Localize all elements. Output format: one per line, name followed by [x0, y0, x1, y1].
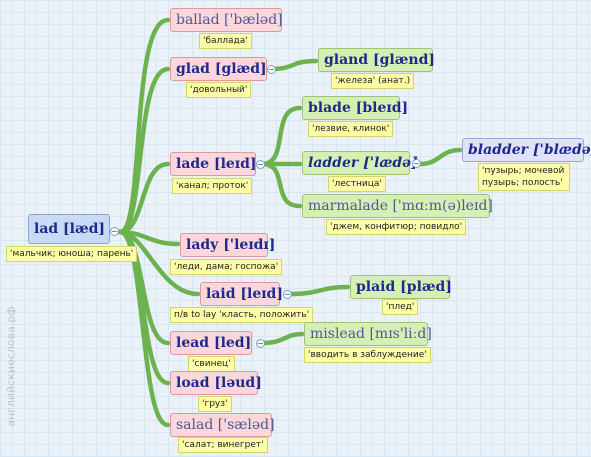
node-plaid-label: plaid [plæd]	[356, 279, 452, 295]
root-node-lad[interactable]: lad [læd]	[28, 214, 110, 244]
node-gland[interactable]: gland [glænd]	[318, 48, 435, 72]
node-bladder-label: bladder ['blædə]	[468, 142, 591, 158]
node-ballad-translation: 'баллада'	[199, 33, 252, 49]
node-plaid[interactable]: plaid [plæd]	[350, 275, 452, 299]
node-lady[interactable]: lady ['leɪdɪ]	[180, 233, 275, 257]
node-load-label: load [ləud]	[176, 375, 262, 391]
collapse-toggle-laid[interactable]	[283, 290, 292, 299]
node-bladder[interactable]: bladder ['blædə]	[462, 138, 591, 162]
node-marmalade[interactable]: marmalade ['mɑːm(ə)leɪd]	[302, 194, 493, 218]
node-mislead-translation: 'вводить в заблуждение'	[304, 347, 431, 363]
node-lead[interactable]: lead [led]	[170, 331, 252, 355]
node-lead-translation: 'свинец'	[188, 356, 235, 372]
node-ladder-label: ladder ['lædə]	[308, 155, 418, 171]
node-lady-translation: 'леди, дама; госпожа'	[170, 259, 283, 275]
node-mislead[interactable]: mislead [mɪs'liːd]	[304, 322, 432, 346]
node-bladder-translation: 'пузырь; мочевой пузырь; полость'	[478, 163, 570, 191]
node-laid-label: laid [leɪd]	[206, 286, 283, 302]
node-ballad[interactable]: ballad ['bæləd]	[170, 8, 283, 32]
node-gland-translation: 'железа' (анат.)	[331, 73, 415, 89]
node-lade[interactable]: lade [leɪd]	[170, 152, 257, 176]
node-load-translation: 'груз'	[198, 396, 232, 412]
node-glad-label: glad [glæd]	[176, 61, 267, 77]
node-plaid-translation: 'плед'	[382, 299, 419, 315]
node-laid[interactable]: laid [leɪd]	[200, 282, 283, 306]
collapse-toggle-glad[interactable]	[267, 65, 276, 74]
collapse-toggle-lade[interactable]	[256, 160, 265, 169]
node-blade[interactable]: blade [bleɪd]	[302, 96, 408, 120]
node-ladder-translation: 'лестница'	[328, 176, 386, 192]
node-lady-label: lady ['leɪdɪ]	[186, 237, 276, 253]
node-load[interactable]: load [ləud]	[170, 371, 262, 395]
root-translation: 'мальчик; юноша; парень'	[6, 246, 138, 262]
node-salad-translation: 'салат; винегрет'	[178, 437, 268, 453]
node-salad[interactable]: salad ['sæləd]	[170, 413, 275, 437]
root-node-label: lad [læd]	[34, 221, 106, 237]
node-salad-label: salad ['sæləd]	[176, 417, 275, 433]
node-laid-translation: п/в to lay 'класть, положить'	[170, 307, 314, 323]
collapse-toggle-lead[interactable]	[256, 339, 265, 348]
node-lade-label: lade [leɪd]	[176, 156, 257, 172]
node-lade-translation: 'канал; проток'	[172, 178, 253, 194]
node-blade-label: blade [bleɪd]	[308, 100, 409, 116]
collapse-toggle-ladder[interactable]	[412, 159, 421, 168]
watermark-text: английскиеслова.рф	[4, 306, 18, 427]
collapse-toggle-root[interactable]	[110, 227, 119, 236]
node-ladder[interactable]: ladder ['lædə]	[302, 151, 418, 175]
node-gland-label: gland [glænd]	[324, 52, 435, 68]
node-mislead-label: mislead [mɪs'liːd]	[310, 326, 432, 342]
node-glad[interactable]: glad [glæd]	[170, 57, 267, 81]
node-marmalade-translation: 'джем, конфитюр; повидло'	[326, 219, 467, 235]
node-glad-translation: 'довольный'	[186, 82, 252, 98]
node-marmalade-label: marmalade ['mɑːm(ə)leɪd]	[308, 198, 493, 214]
node-ballad-label: ballad ['bæləd]	[176, 12, 283, 28]
node-blade-translation: 'лезвие, клинок'	[308, 121, 394, 137]
node-lead-label: lead [led]	[176, 335, 252, 351]
